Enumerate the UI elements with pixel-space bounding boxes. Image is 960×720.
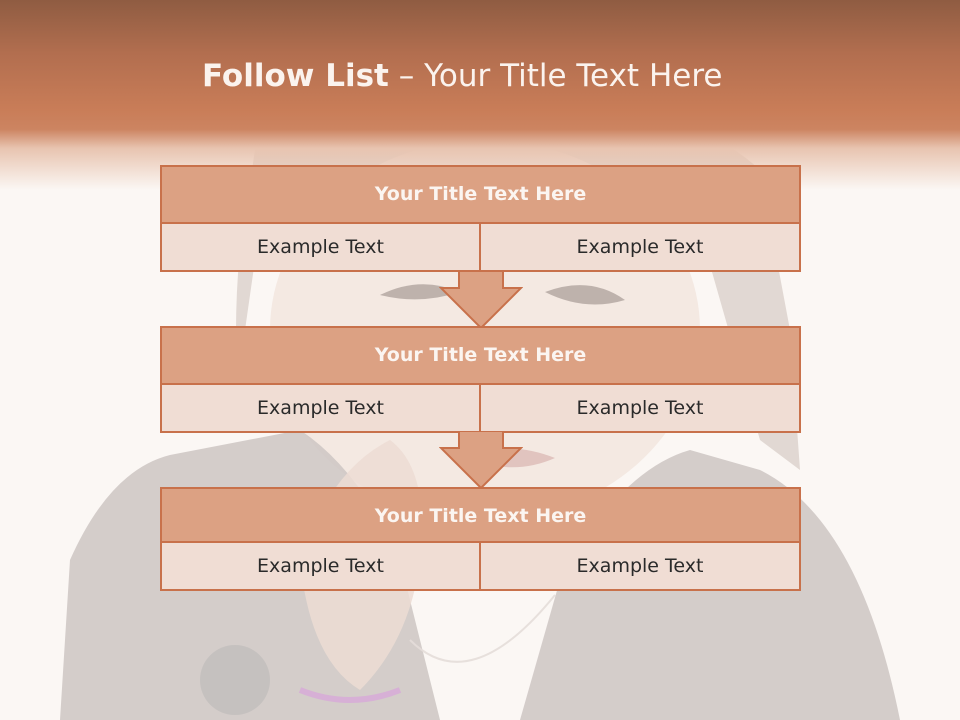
block-right-cell: Example Text: [479, 541, 801, 591]
block-left-cell: Example Text: [160, 541, 481, 591]
down-arrow-icon: [439, 271, 523, 330]
block-right-cell: Example Text: [479, 222, 801, 272]
list-block-3: Your Title Text Here Example Text Exampl…: [160, 487, 801, 593]
slide-title: Follow List – Your Title Text Here: [202, 56, 722, 96]
block-title: Your Title Text Here: [160, 487, 801, 546]
block-left-cell: Example Text: [160, 383, 481, 433]
list-block-1: Your Title Text Here Example Text Exampl…: [160, 165, 801, 273]
block-title: Your Title Text Here: [160, 165, 801, 224]
down-arrow-icon: [439, 431, 523, 490]
block-title: Your Title Text Here: [160, 326, 801, 385]
block-left-cell: Example Text: [160, 222, 481, 272]
block-right-cell: Example Text: [479, 383, 801, 433]
slide-title-bold: Follow List: [202, 58, 389, 94]
list-block-2: Your Title Text Here Example Text Exampl…: [160, 326, 801, 433]
header-band: [0, 0, 960, 190]
slide-title-rest: – Your Title Text Here: [388, 58, 723, 94]
